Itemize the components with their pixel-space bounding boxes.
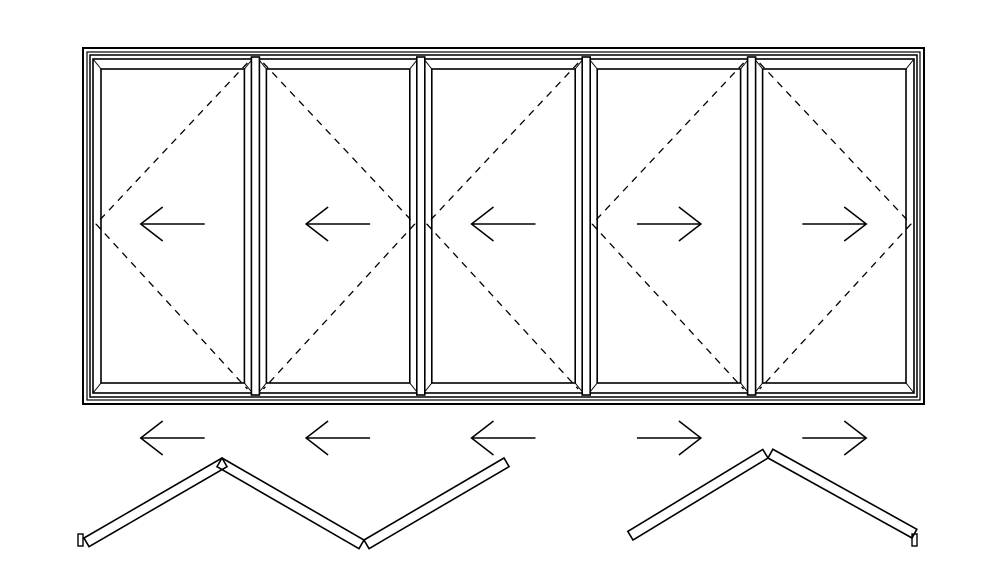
plan-arrow-1	[139, 420, 205, 456]
door-panel-3	[415, 56, 584, 396]
panel-sash	[92, 58, 254, 394]
panel-arrow-3	[470, 206, 536, 242]
panel-glass	[265, 68, 411, 384]
arrow-head	[304, 206, 329, 242]
panel-sash	[588, 58, 750, 394]
plan-arrow-2	[304, 420, 371, 456]
panel-sash	[422, 58, 584, 394]
plan-direction-arrows	[139, 420, 868, 456]
panel-sash	[753, 58, 915, 394]
arrow-head	[139, 420, 164, 456]
swing-line-panel-2	[262, 62, 416, 390]
swing-line-panel-5	[759, 62, 912, 390]
arrow-head	[678, 206, 703, 242]
meeting-stile	[746, 56, 757, 396]
panel-bevel-line	[92, 382, 102, 394]
door-panel-2	[250, 56, 419, 396]
panel-glass	[430, 68, 576, 384]
fold-plan-view	[77, 448, 918, 550]
door-panel-1	[92, 58, 254, 394]
plan-arrow-3	[470, 420, 536, 456]
door-panels	[92, 56, 915, 396]
meeting-stile	[581, 56, 592, 396]
folded-leaf	[626, 448, 770, 542]
arrow-head	[139, 206, 164, 242]
arrow-head	[678, 420, 703, 456]
plan-arrow-4	[636, 420, 703, 456]
swing-line-panel-3	[425, 62, 579, 390]
folded-leaf	[215, 456, 366, 550]
meeting-stile	[415, 56, 426, 396]
panel-bevel-line	[92, 58, 102, 70]
door-panel-5	[746, 56, 915, 396]
swing-line-panel-1	[95, 62, 248, 390]
left-jamb-stop	[77, 533, 84, 547]
panel-bevel-line	[905, 382, 915, 394]
folded-leaf	[362, 456, 511, 550]
frame-inner-edge	[89, 54, 918, 398]
frame-outer-edge	[82, 47, 925, 405]
panel-arrow-2	[304, 206, 371, 242]
folded-leaf	[82, 456, 229, 548]
right-jamb-stop	[911, 533, 918, 547]
swing-line-panel-4	[591, 62, 745, 390]
plan-arrow-5	[802, 420, 868, 456]
door-panel-4	[581, 56, 750, 396]
panel-direction-arrows	[139, 206, 868, 242]
arrow-head	[843, 206, 868, 242]
arrow-head	[843, 420, 868, 456]
panel-bevel-line	[905, 58, 915, 70]
panel-glass	[100, 68, 246, 384]
arrow-head	[470, 206, 494, 242]
panel-glass	[596, 68, 742, 384]
panel-arrow-5	[802, 206, 868, 242]
panel-arrow-4	[636, 206, 703, 242]
meeting-stile	[250, 56, 261, 396]
arrow-head	[304, 420, 329, 456]
folded-leaf	[766, 448, 918, 540]
frame-middle-edge	[86, 51, 921, 401]
panel-glass	[761, 68, 907, 384]
panel-arrow-1	[139, 206, 205, 242]
swing-indicators	[95, 62, 912, 390]
panel-sash	[257, 58, 419, 394]
arrow-head	[470, 420, 494, 456]
door-frame	[82, 47, 925, 405]
